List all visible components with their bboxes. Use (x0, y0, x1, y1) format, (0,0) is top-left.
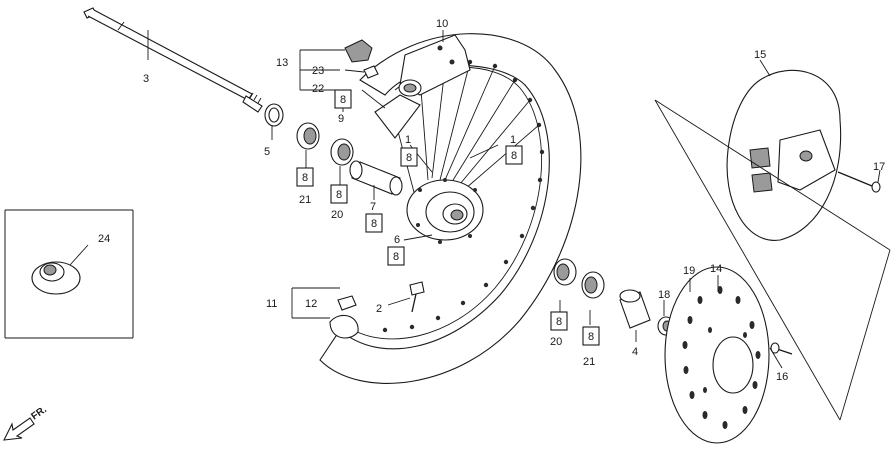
callout-15: 15 (754, 49, 766, 61)
ref-box-1-left: 8 (400, 147, 418, 167)
callout-4: 4 (632, 346, 638, 358)
callout-14: 14 (710, 263, 722, 275)
svg-text:8: 8 (511, 150, 517, 162)
speedometer-gearbox (374, 34, 471, 139)
callout-16: 16 (776, 371, 788, 383)
side-collar (349, 160, 403, 196)
ref-box-20-right: 8 (550, 311, 568, 331)
svg-text:8: 8 (371, 218, 377, 230)
ref-box-9: 8 (334, 89, 352, 109)
callout-1-left: 1 (405, 134, 411, 146)
svg-text:8: 8 (393, 251, 399, 263)
callout-9: 9 (338, 113, 344, 125)
spokes (394, 61, 540, 216)
svg-text:8: 8 (556, 316, 562, 328)
ref-box-21-left: 8 (296, 167, 314, 187)
callout-2: 2 (376, 303, 382, 315)
valve-assembly (329, 281, 425, 339)
callout-6: 6 (394, 234, 400, 246)
callout-18: 18 (658, 289, 670, 301)
callout-21-right: 21 (583, 356, 595, 368)
dust-seal-cap (31, 261, 81, 295)
bearing-left-5 (264, 103, 284, 127)
callout-17: 17 (873, 161, 885, 173)
svg-text:8: 8 (340, 94, 346, 106)
disc-bolt (770, 342, 793, 355)
front-arrow-icon (3, 417, 35, 441)
ref-box-7: 8 (365, 213, 383, 233)
perspective-lines (654, 99, 891, 421)
callout-24: 24 (98, 233, 110, 245)
bearing-right-20 (553, 258, 577, 286)
callout-13: 13 (276, 57, 288, 69)
ref-box-20-left: 8 (330, 184, 348, 204)
callout-21-left: 21 (299, 194, 311, 206)
callout-20-left: 20 (331, 209, 343, 221)
callout-3: 3 (143, 73, 149, 85)
callout-22: 22 (312, 83, 324, 95)
brake-disc (664, 266, 770, 444)
bearing-left-20 (330, 138, 354, 166)
ref-box-21-right: 8 (582, 326, 600, 346)
inset-panel (4, 209, 134, 339)
svg-text:8: 8 (336, 189, 342, 201)
cable-clip (344, 39, 379, 79)
bearing-left-21 (296, 122, 320, 150)
svg-text:8: 8 (588, 331, 594, 343)
callout-19: 19 (683, 265, 695, 277)
callout-1-right: 1 (510, 134, 516, 146)
callout-12: 12 (305, 298, 317, 310)
svg-text:8: 8 (302, 172, 308, 184)
callout-11: 11 (266, 298, 277, 310)
right-collar (619, 289, 651, 329)
callout-10: 10 (436, 18, 448, 30)
ref-box-6: 8 (387, 246, 405, 266)
leader-lines (69, 30, 881, 369)
callout-7: 7 (370, 201, 376, 213)
front-axle (83, 7, 263, 113)
wheel-hub (406, 178, 484, 244)
ref-box-1-right: 8 (505, 145, 523, 165)
fr-label: FR. (29, 404, 49, 422)
cover-bolt (837, 171, 881, 193)
bearing-right-21 (581, 271, 605, 299)
reference-boxes: 8 8 8 8 8 8 8 8 (296, 89, 600, 346)
callout-5: 5 (264, 146, 270, 158)
callout-23: 23 (312, 65, 324, 77)
disc-cover (726, 69, 842, 241)
callouts: 3 5 21 20 7 9 13 23 22 10 1 1 6 11 12 2 … (98, 18, 885, 383)
callout-20-right: 20 (550, 336, 562, 348)
svg-text:8: 8 (406, 152, 412, 164)
front-direction-indicator: FR. (3, 404, 49, 441)
